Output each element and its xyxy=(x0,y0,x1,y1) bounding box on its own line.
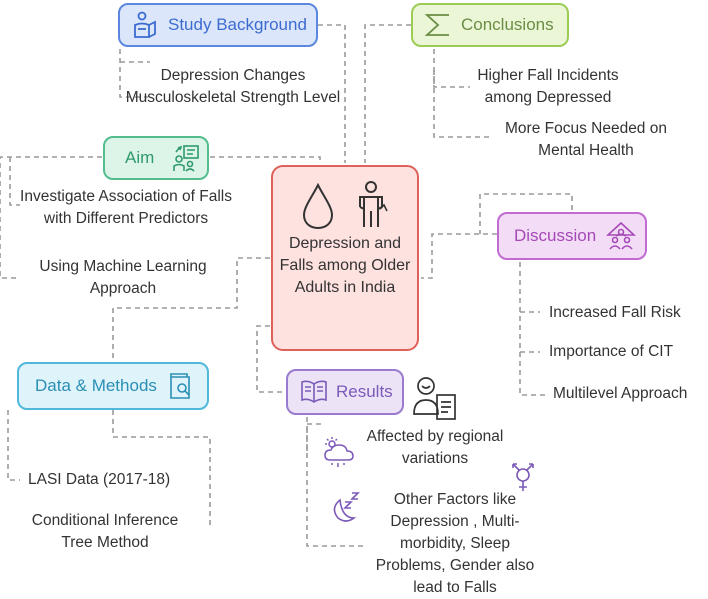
weather-icon xyxy=(322,436,356,470)
sleep-icon xyxy=(328,490,362,526)
person-reading-icon xyxy=(132,11,158,39)
conclusions-box: Conclusions xyxy=(411,3,569,47)
data-methods-item: LASI Data (2017-18) xyxy=(28,471,171,488)
discussion-box: Discussion xyxy=(497,212,647,260)
results-box: Results xyxy=(286,369,404,415)
conclusions-label: Conclusions xyxy=(461,15,554,34)
study-background-item: Depression Changes Musculoskeletal Stren… xyxy=(125,67,341,106)
gender-icon xyxy=(509,462,537,494)
study-background-label: Study Background xyxy=(168,15,307,34)
discussion-label: Discussion xyxy=(514,226,597,245)
center-icons xyxy=(302,181,388,230)
conclusions-item: More Focus Needed on Mental Health xyxy=(505,120,667,159)
sigma-icon xyxy=(423,11,453,39)
water-drop-icon xyxy=(302,182,334,230)
results-item: Other Factors like Depression , Multi-mo… xyxy=(375,491,535,596)
person-injury-icon xyxy=(354,181,388,229)
discussion-item: Importance of CIT xyxy=(549,343,674,360)
discussion-item: Increased Fall Risk xyxy=(549,304,681,321)
aim-item: Using Machine Learning Approach xyxy=(39,258,207,297)
book-icon xyxy=(300,379,328,405)
data-methods-item: Conditional Inference Tree Method xyxy=(31,512,179,551)
results-label: Results xyxy=(336,382,393,401)
teaching-icon xyxy=(172,144,200,172)
document-search-icon xyxy=(169,372,193,400)
conclusions-item: Higher Fall Incidents among Depressed xyxy=(477,67,619,106)
data-methods-label: Data & Methods xyxy=(35,376,157,395)
study-background-box: Study Background xyxy=(118,3,318,47)
team-pyramid-icon xyxy=(606,221,637,251)
aim-item: Investigate Association of Falls with Di… xyxy=(20,188,232,227)
patient-report-icon xyxy=(412,374,458,420)
aim-box: Aim xyxy=(103,136,209,180)
results-item: Affected by regional variations xyxy=(366,428,504,467)
discussion-item: Multilevel Approach xyxy=(553,385,688,402)
aim-label: Aim xyxy=(125,148,155,167)
central-topic-title: Depression and Falls among Older Adults … xyxy=(279,235,411,296)
central-topic-box: Depression and Falls among Older Adults … xyxy=(271,165,419,351)
data-methods-box: Data & Methods xyxy=(17,362,209,410)
